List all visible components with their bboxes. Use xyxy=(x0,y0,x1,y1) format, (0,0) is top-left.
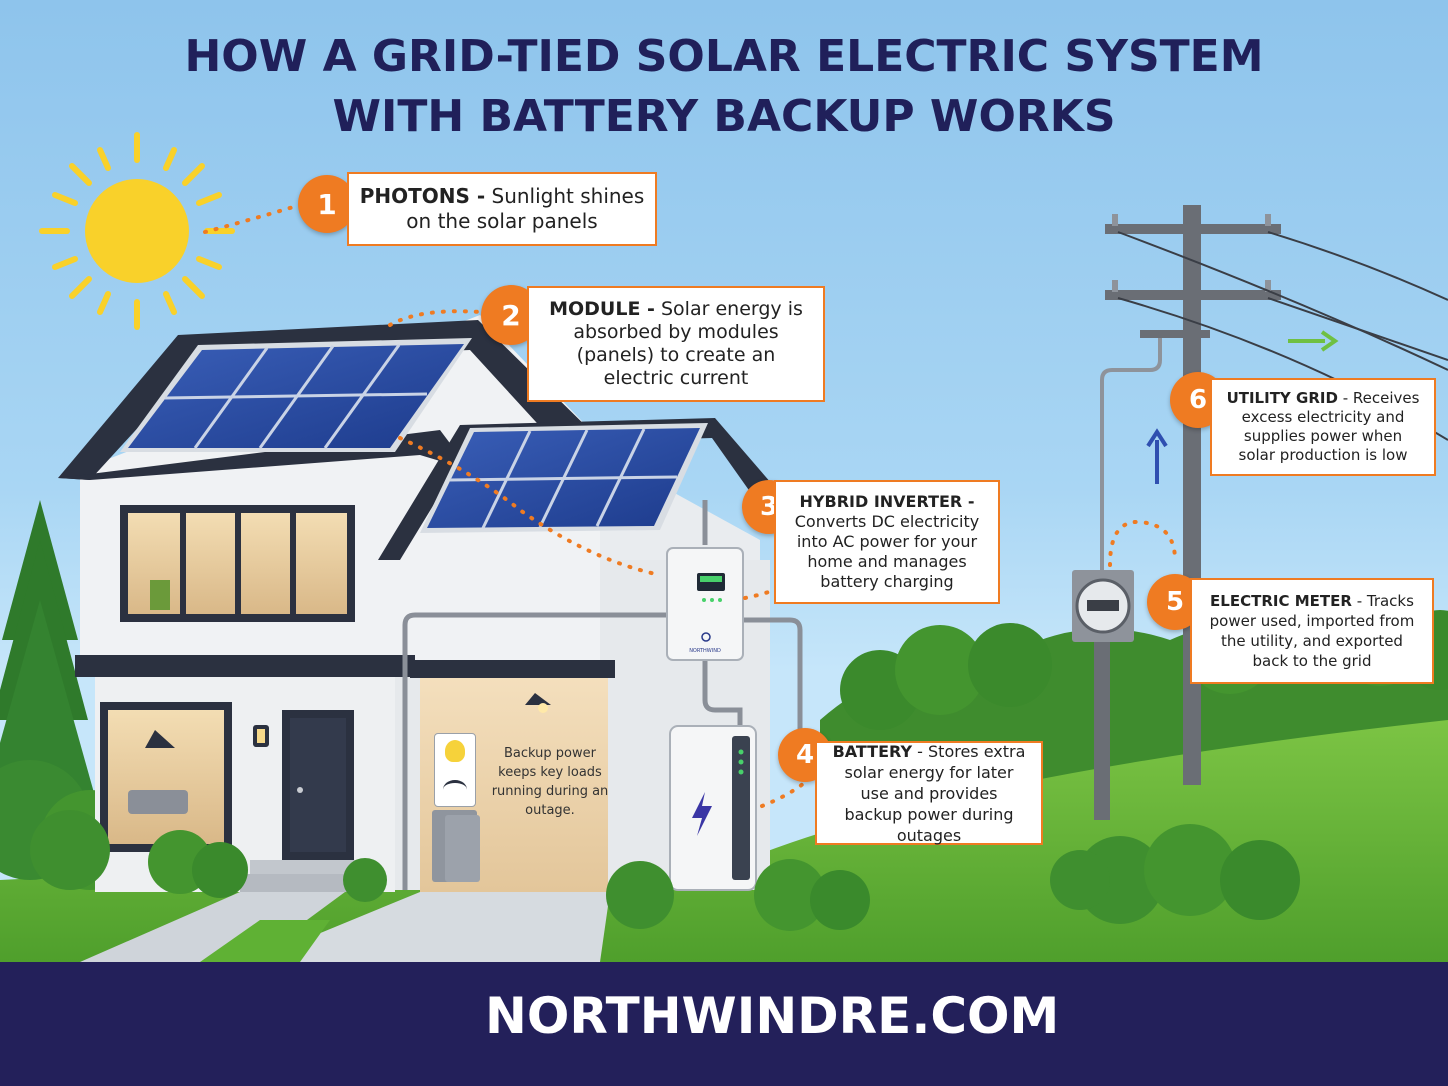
light-bulb-icon xyxy=(445,740,465,762)
callout-utility-grid-heading: UTILITY GRID xyxy=(1226,389,1338,407)
import-arrow-icon xyxy=(1146,428,1168,484)
callout-hybrid-inverter-body: Converts DC electricity into AC power fo… xyxy=(794,512,980,591)
callout-photons-text: PHOTONS - Sunlight shines on the solar p… xyxy=(359,184,645,234)
step-badge-1: 1 xyxy=(298,175,356,233)
callout-utility-grid-text: UTILITY GRID - Receives excess electrici… xyxy=(1224,389,1422,465)
driveway xyxy=(250,892,610,962)
callout-hybrid-inverter: HYBRID INVERTER - Converts DC electricit… xyxy=(774,480,1000,604)
callout-module: MODULE - Solar energy is absorbed by mod… xyxy=(527,286,825,402)
callout-utility-grid-body: - Receives excess electricity and suppli… xyxy=(1238,389,1420,464)
smart-home-panel xyxy=(434,733,476,807)
callout-hybrid-inverter-text: HYBRID INVERTER - Converts DC electricit… xyxy=(790,492,984,592)
callout-battery-text: BATTERY - Stores extra solar energy for … xyxy=(831,741,1027,846)
garage-backup-note: Backup power keeps key loads running dur… xyxy=(491,746,609,818)
callout-battery-body: - Stores extra solar energy for later us… xyxy=(844,741,1026,845)
solar-panels-lower xyxy=(420,423,708,533)
solar-panels-upper xyxy=(120,338,472,452)
footer-bar xyxy=(0,962,1448,1086)
electric-meter-icon xyxy=(1072,570,1134,642)
callout-hybrid-inverter-heading: HYBRID INVERTER - xyxy=(799,492,975,511)
sun-icon xyxy=(39,132,235,330)
callout-electric-meter-body: - Tracks power used, imported from the u… xyxy=(1209,592,1415,670)
callout-electric-meter-text: ELECTRIC METER - Tracks power used, impo… xyxy=(1204,591,1420,671)
title-line-2: WITH BATTERY BACKUP WORKS xyxy=(332,91,1116,142)
callout-utility-grid: UTILITY GRID - Receives excess electrici… xyxy=(1210,378,1436,476)
callout-electric-meter-heading: ELECTRIC METER xyxy=(1210,592,1352,610)
hybrid-inverter-icon: NORTHWIND xyxy=(666,547,744,661)
callout-photons-heading: PHOTONS - xyxy=(359,184,486,208)
connector-lines xyxy=(203,203,1177,808)
callout-battery: BATTERY - Stores extra solar energy for … xyxy=(815,741,1043,845)
inverter-brand-label: NORTHWIND xyxy=(689,648,721,654)
battery-icon xyxy=(669,725,757,891)
wifi-icon xyxy=(443,780,467,799)
callout-module-body: Solar energy is absorbed by modules (pan… xyxy=(573,298,803,389)
walkway xyxy=(80,892,345,962)
callout-module-heading: MODULE - xyxy=(549,298,655,320)
export-arrow-icon xyxy=(1288,330,1339,352)
footer-site-link[interactable]: NORTHWINDRE.COM xyxy=(485,987,1060,1045)
callout-module-text: MODULE - Solar energy is absorbed by mod… xyxy=(543,298,809,390)
title-line-1: HOW A GRID-TIED SOLAR ELECTRIC SYSTEM xyxy=(184,31,1264,82)
callout-battery-heading: BATTERY xyxy=(832,741,913,761)
callout-photons-body: Sunlight shines on the solar panels xyxy=(406,184,645,233)
callout-photons: PHOTONS - Sunlight shines on the solar p… xyxy=(347,172,657,246)
bushes xyxy=(30,810,1300,931)
callout-electric-meter: ELECTRIC METER - Tracks power used, impo… xyxy=(1190,578,1434,684)
